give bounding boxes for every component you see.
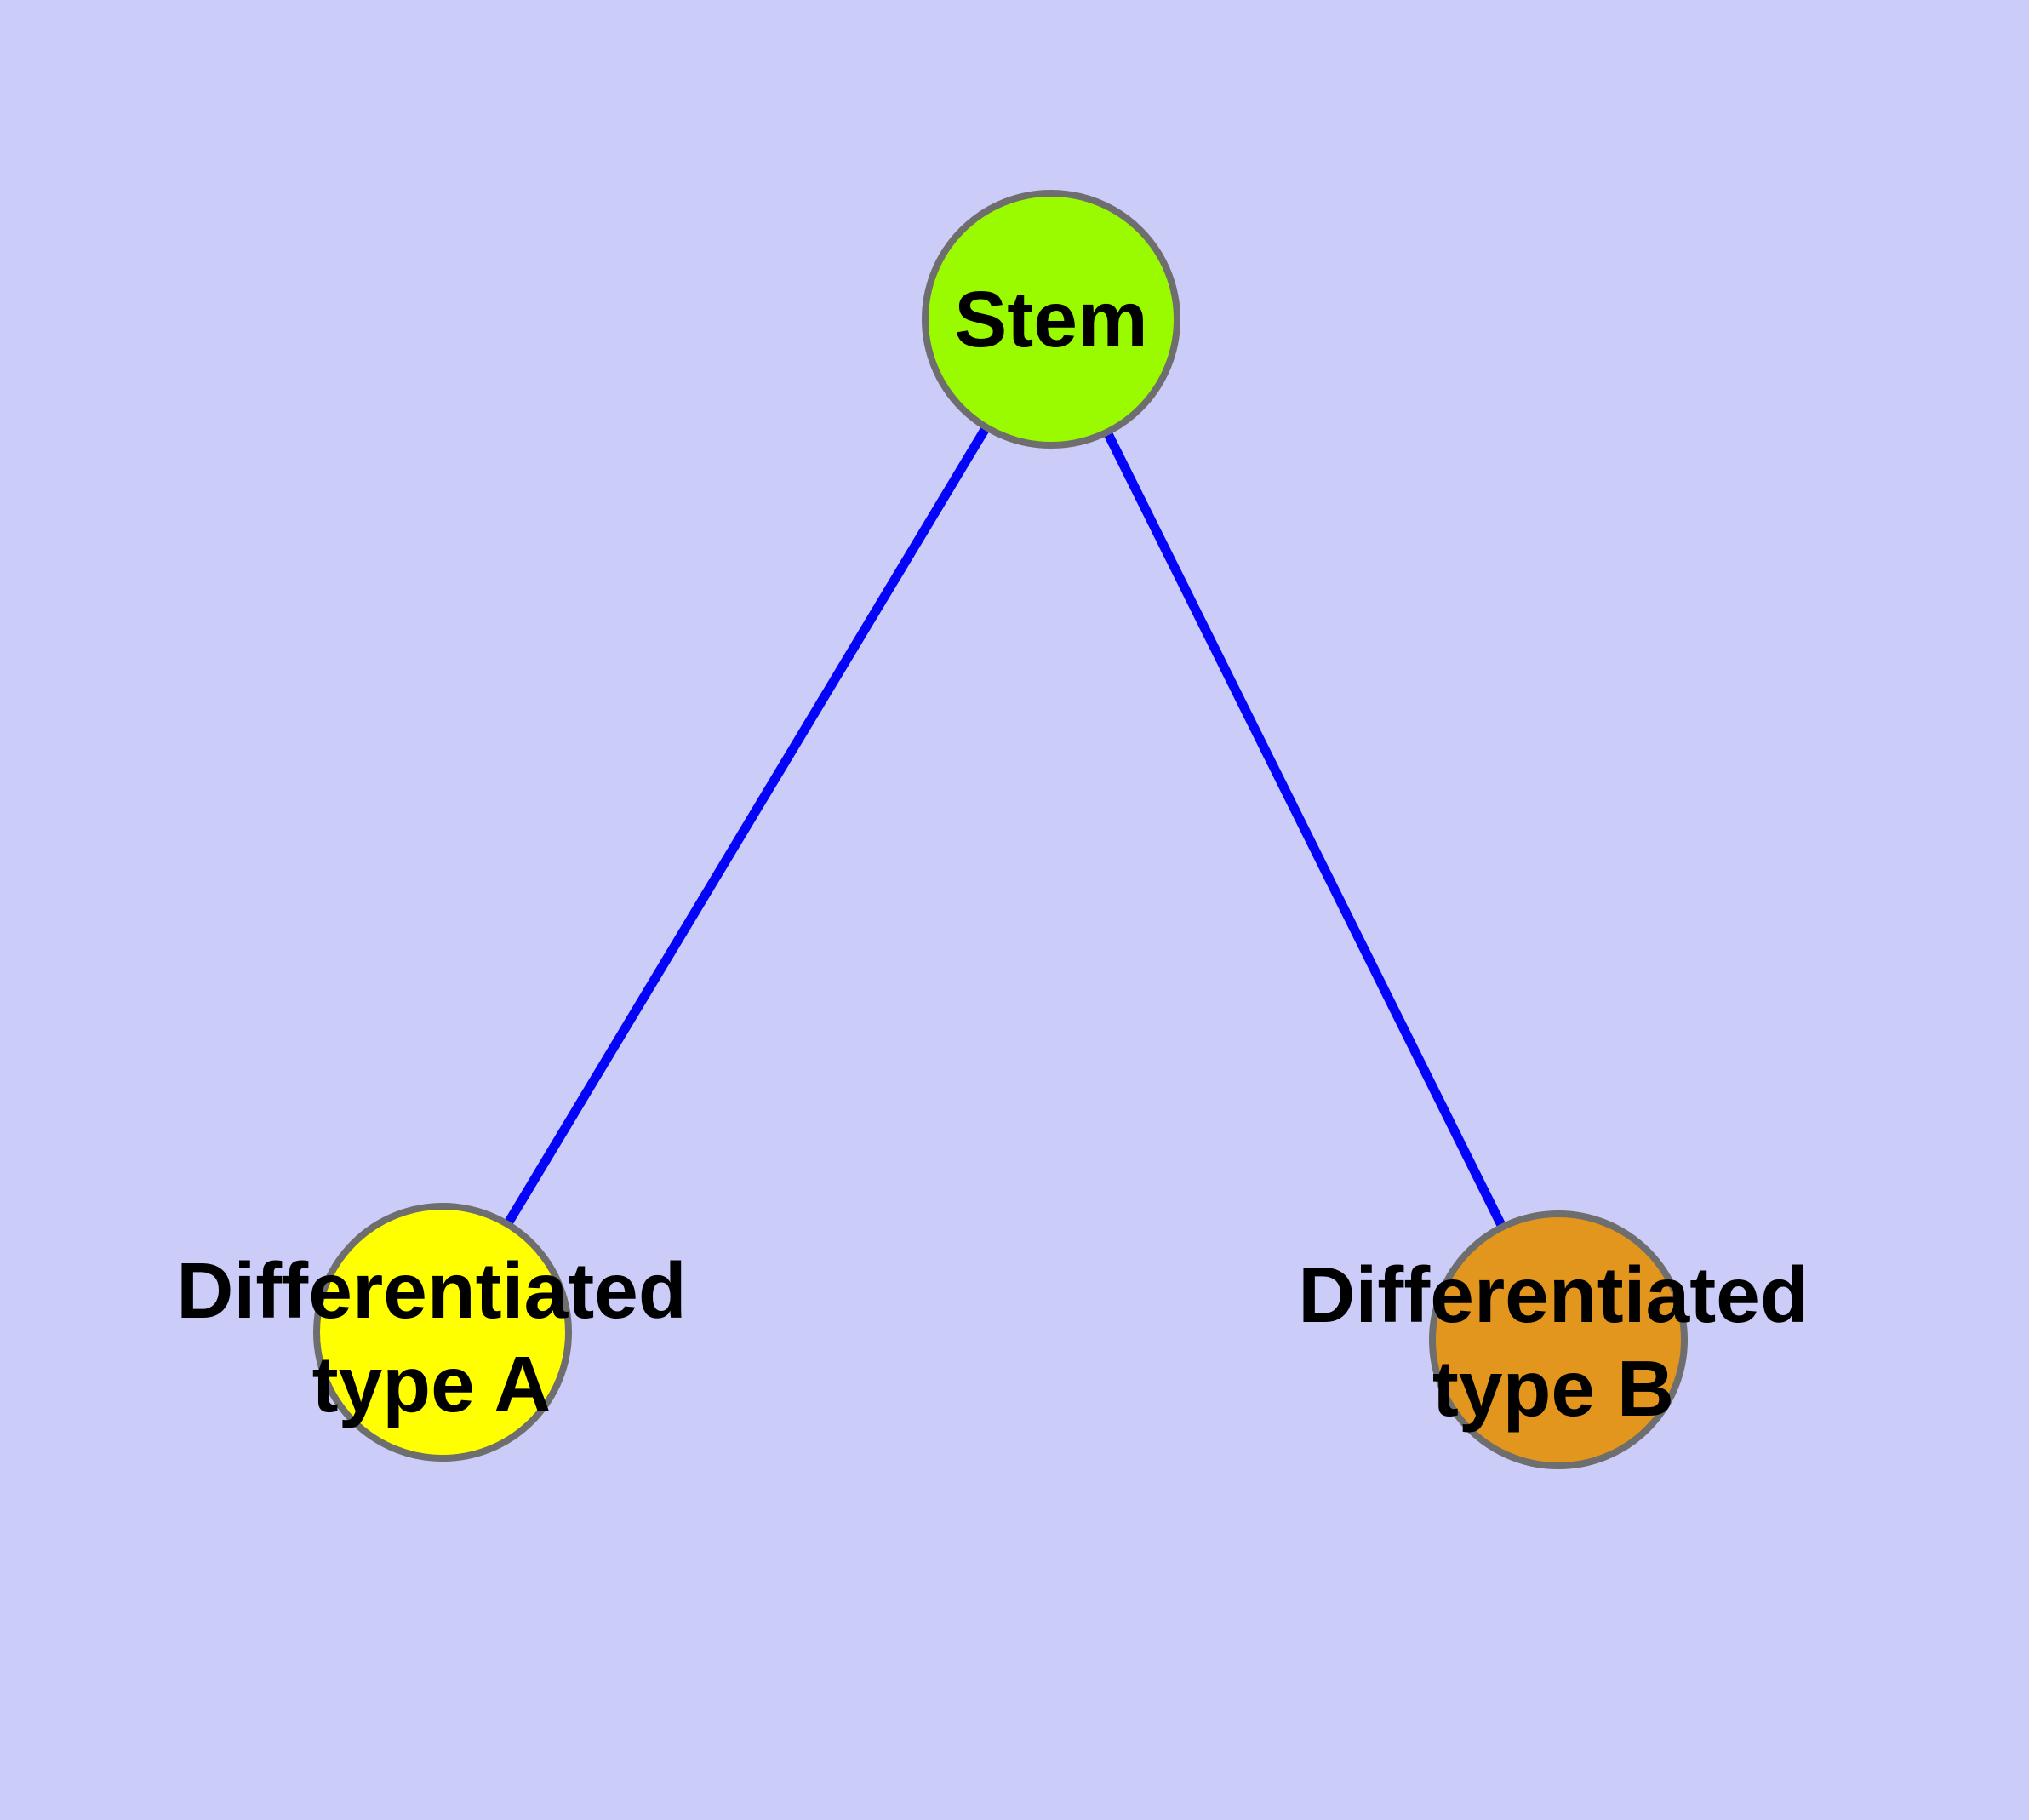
node-type-a-label-line1: Differentiated bbox=[176, 1246, 686, 1335]
node-type-b-label-line1: Differentiated bbox=[1298, 1251, 1808, 1339]
node-stem bbox=[922, 190, 1180, 449]
node-type-a-label-line2: type A bbox=[312, 1340, 552, 1428]
node-differentiated-type-b bbox=[1429, 1210, 1688, 1469]
edge-stem-to-type-a bbox=[437, 314, 1056, 1337]
node-stem-label: Stem bbox=[954, 275, 1147, 363]
node-differentiated-type-a bbox=[313, 1203, 572, 1462]
node-type-b-label-line2: type B bbox=[1432, 1344, 1674, 1433]
edge-stem-to-type-b bbox=[1046, 314, 1563, 1345]
